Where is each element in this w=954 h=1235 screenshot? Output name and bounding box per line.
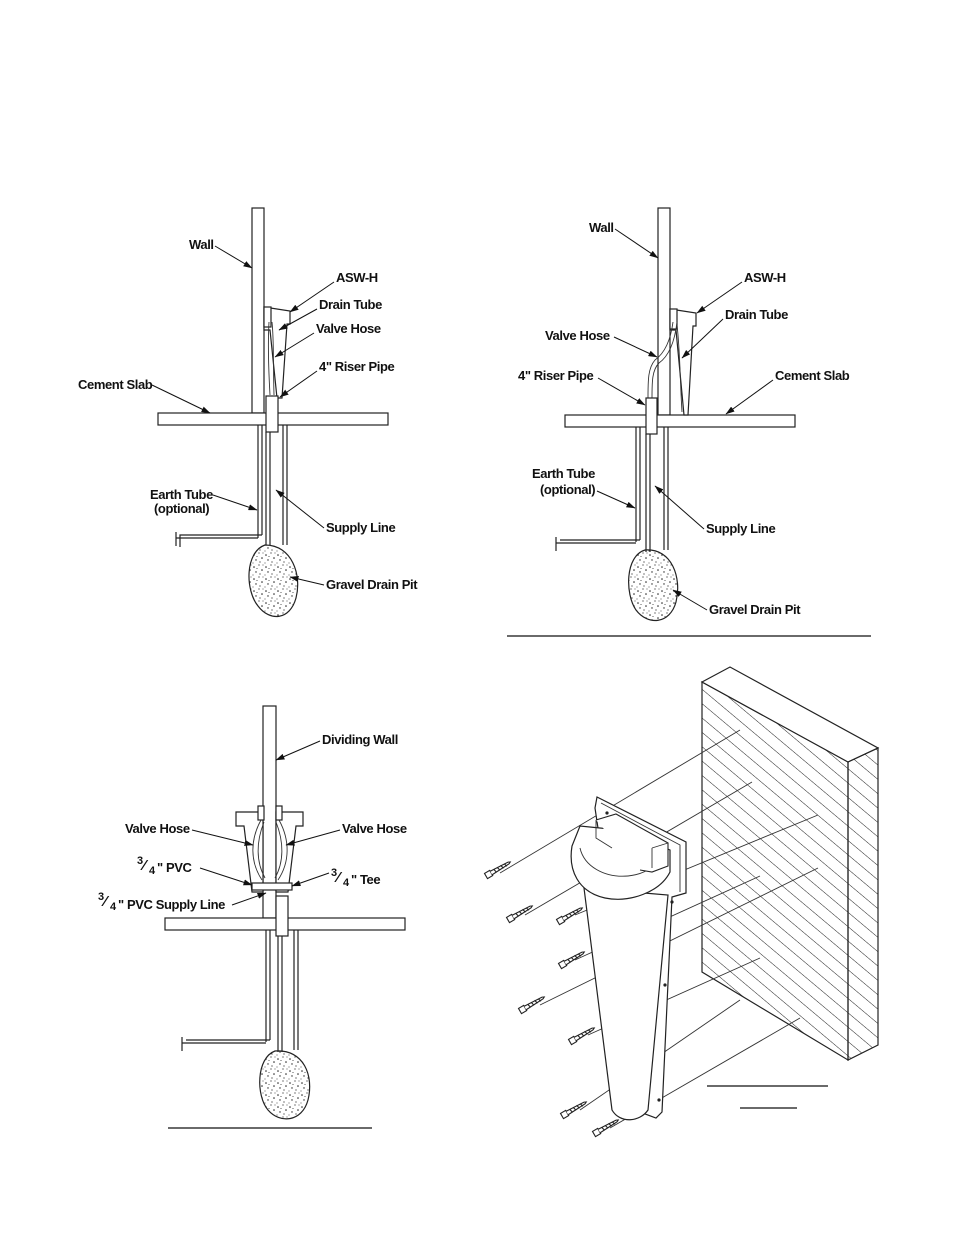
valve-hose	[647, 321, 674, 399]
label-supply-line: Supply Line	[326, 520, 395, 535]
label-riser-pipe: 4" Riser Pipe	[319, 359, 395, 374]
svg-text:3: 3	[98, 891, 104, 903]
svg-text:3: 3	[331, 867, 337, 879]
valve-hose-right	[277, 819, 288, 881]
pvc-tee	[251, 882, 293, 891]
diagram-wall-mount-1: Wall ASW-H Drain Tube Valve Hose 4" Rise…	[78, 207, 419, 617]
valve-hose-left	[252, 819, 263, 881]
riser-pipe	[645, 397, 658, 435]
label-drain-tube: Drain Tube	[319, 297, 382, 312]
label-valve-hose: Valve Hose	[316, 321, 381, 336]
cement-slab	[564, 414, 796, 428]
riser-pipe	[275, 895, 289, 937]
svg-text:⁄: ⁄	[140, 857, 149, 874]
asw-h-cap	[669, 308, 678, 330]
svg-text:3: 3	[137, 855, 143, 867]
svg-text:" PVC Supply Line: " PVC Supply Line	[118, 897, 225, 912]
label-earth-tube-optional: (optional)	[154, 501, 209, 516]
label-dividing-wall: Dividing Wall	[322, 732, 398, 747]
diagram-dividing-wall: Dividing Wall Valve Hose Valve Hose 3 ⁄ …	[98, 705, 407, 1129]
label-cement-slab: Cement Slab	[78, 377, 153, 392]
riser-pipe	[265, 395, 279, 433]
wall-section	[657, 207, 671, 416]
label-pvc-supply-line: 3 ⁄ 4 " PVC Supply Line	[98, 891, 226, 913]
asw-h-cap	[263, 306, 272, 328]
label-valve-hose-right: Valve Hose	[342, 821, 407, 836]
wall-block-side	[847, 747, 879, 1061]
svg-text:4: 4	[343, 877, 350, 889]
label-wall: Wall	[189, 237, 214, 252]
label-earth-tube: Earth Tube	[532, 466, 595, 481]
gravel-drain-pit	[259, 1050, 311, 1120]
diagram-isometric-mounting	[483, 666, 880, 1138]
label-tee: 3 ⁄ 4 " Tee	[331, 867, 381, 889]
label-asw-h: ASW-H	[744, 270, 786, 285]
label-gravel-drain-pit: Gravel Drain Pit	[326, 577, 418, 592]
drain-tube	[676, 324, 683, 413]
svg-text:4: 4	[149, 865, 156, 877]
label-gravel-drain-pit: Gravel Drain Pit	[709, 602, 801, 617]
screws	[483, 861, 620, 1138]
label-drain-tube: Drain Tube	[725, 307, 788, 322]
gravel-drain-pit	[248, 544, 299, 617]
valve-hose	[267, 321, 271, 396]
label-earth-tube-optional: (optional)	[540, 482, 595, 497]
label-pvc: 3 ⁄ 4 " PVC	[137, 855, 193, 877]
svg-text:" PVC: " PVC	[157, 860, 193, 875]
drain-tube	[271, 321, 275, 396]
fixture-body	[583, 887, 669, 1121]
svg-text:⁄: ⁄	[101, 893, 110, 910]
label-earth-tube: Earth Tube	[150, 487, 213, 502]
wall-section	[251, 207, 265, 414]
label-cement-slab: Cement Slab	[775, 368, 850, 383]
gravel-drain-pit	[628, 549, 679, 622]
label-riser-pipe: 4" Riser Pipe	[518, 368, 594, 383]
label-asw-h: ASW-H	[336, 270, 378, 285]
diagram-wall-mount-2: Wall ASW-H Drain Tube Valve Hose 4" Rise…	[507, 207, 871, 637]
label-valve-hose: Valve Hose	[545, 328, 610, 343]
svg-text:" Tee: " Tee	[351, 872, 380, 887]
label-wall: Wall	[589, 220, 614, 235]
label-supply-line: Supply Line	[706, 521, 775, 536]
svg-text:4: 4	[110, 901, 117, 913]
svg-text:⁄: ⁄	[334, 869, 343, 886]
valve-hose-inner	[651, 321, 678, 399]
right-fixture	[275, 811, 304, 893]
label-valve-hose-left: Valve Hose	[125, 821, 190, 836]
